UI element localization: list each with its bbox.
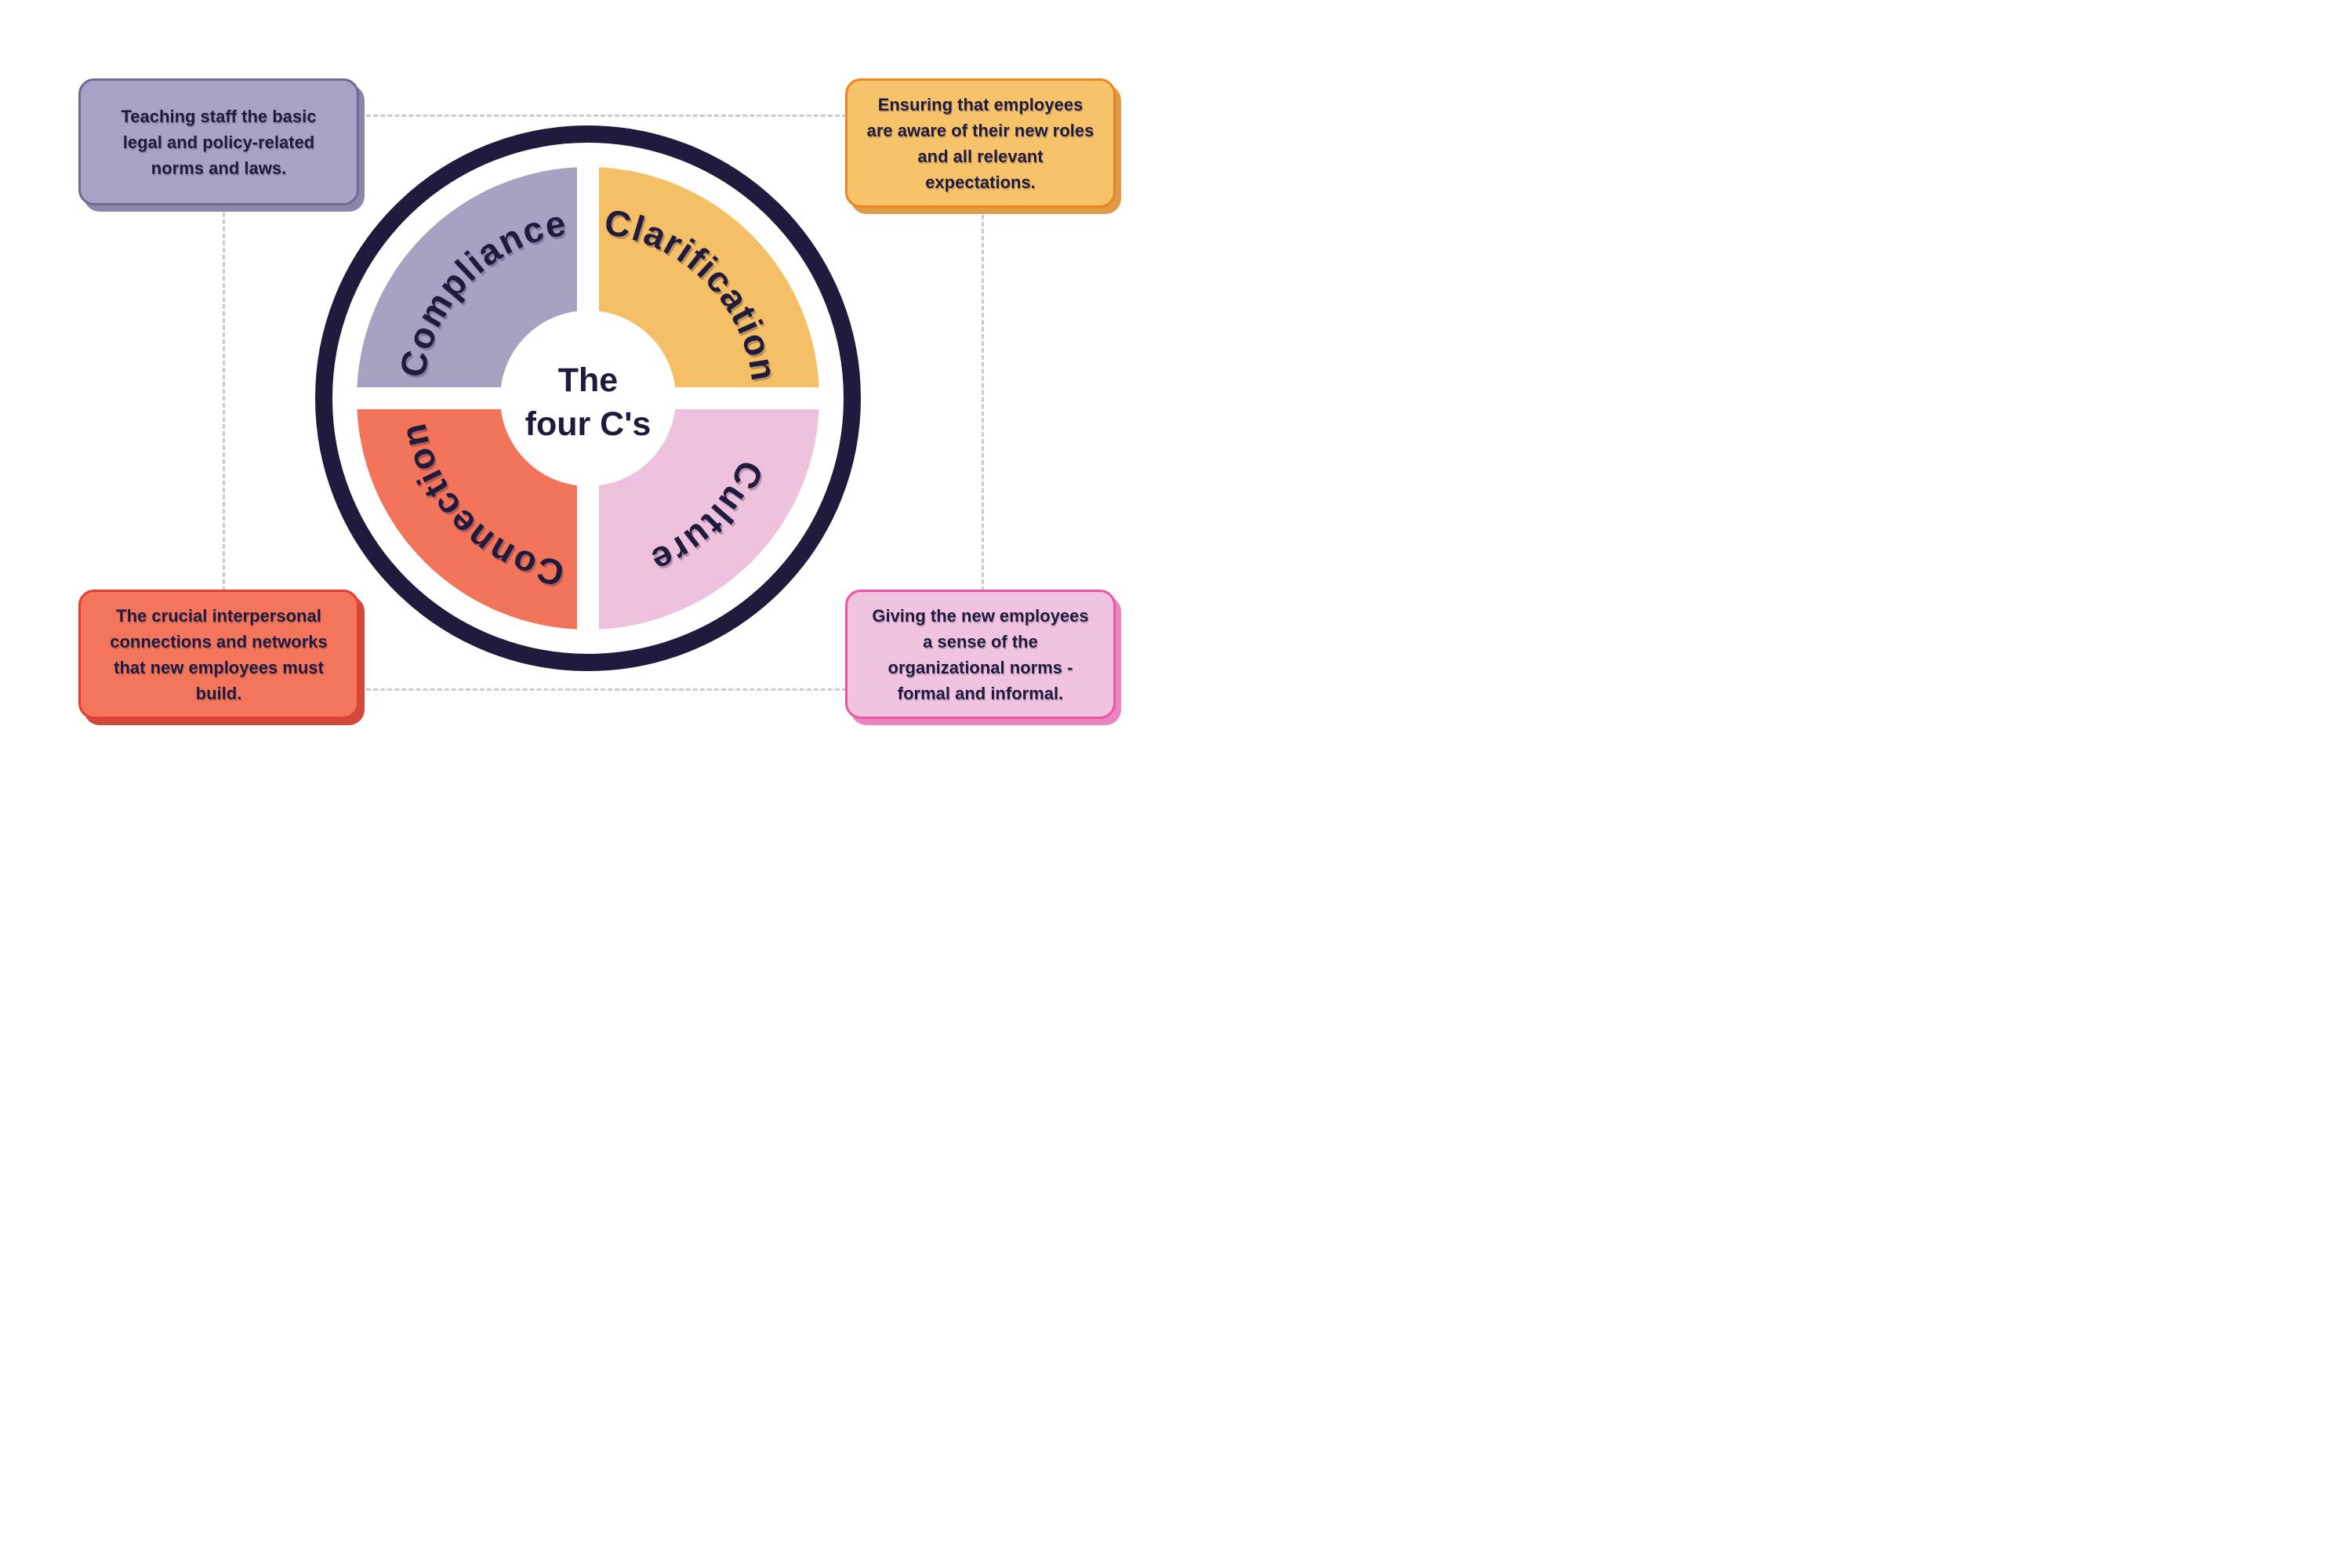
center-title-line1: The — [558, 361, 618, 399]
callout-culture-text: Giving the new employees a sense of the … — [872, 605, 1089, 703]
outer-ring — [315, 125, 861, 671]
callout-connection-text: The crucial interpersonal connections an… — [110, 605, 328, 703]
callout-compliance: Teaching staff the basic legal and polic… — [78, 78, 359, 205]
callout-culture: Giving the new employees a sense of the … — [845, 590, 1116, 719]
callout-clarification-text: Ensuring that employees are aware of the… — [866, 94, 1094, 192]
callout-clarification: Ensuring that employees are aware of the… — [845, 78, 1116, 208]
four-cs-infographic: Compliance Clarification Culture Connect… — [0, 0, 1176, 784]
connector-line-top — [359, 114, 847, 117]
connector-line-bottom — [359, 688, 847, 691]
callout-compliance-text: Teaching staff the basic legal and polic… — [121, 106, 317, 178]
connector-line-left — [223, 205, 225, 591]
center-hub — [500, 310, 676, 486]
connector-line-right — [982, 208, 984, 591]
center-title-line2: four C's — [525, 405, 652, 443]
callout-connection: The crucial interpersonal connections an… — [78, 590, 359, 719]
four-cs-circle-diagram: Compliance Clarification Culture Connect… — [315, 125, 861, 671]
